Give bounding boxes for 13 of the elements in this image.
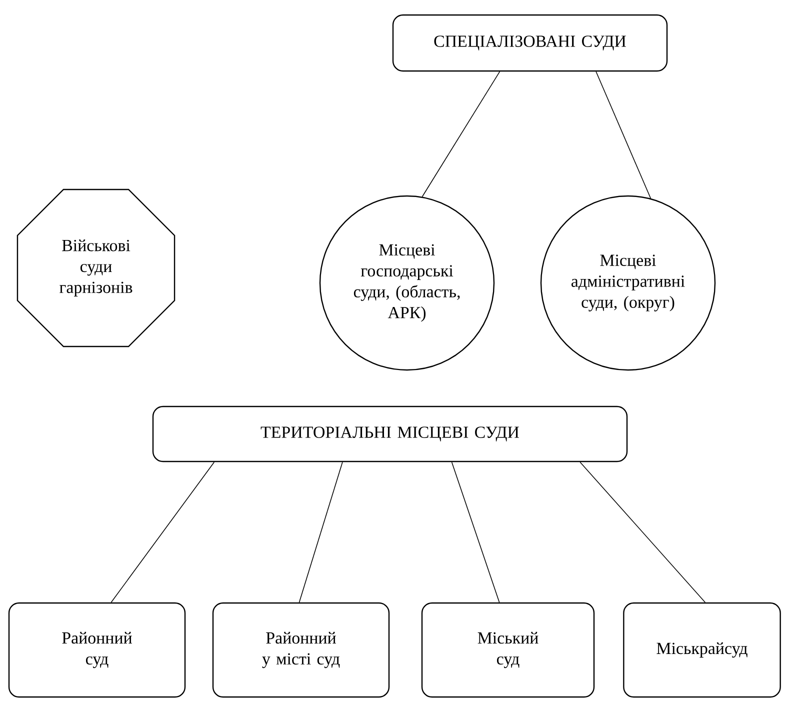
title-box: ТЕРИТОРІАЛЬНІ МІСЦЕВІ СУДИ bbox=[152, 406, 628, 462]
rounded-box: Районний у місті суд bbox=[212, 602, 390, 698]
connector-line bbox=[580, 462, 706, 603]
connector-line bbox=[298, 462, 343, 603]
connector-line bbox=[596, 71, 652, 199]
connector-line bbox=[422, 71, 500, 198]
rounded-box: Районний суд bbox=[8, 602, 186, 698]
octagon: Військові суди гарнізонів bbox=[16, 188, 176, 348]
title-box: СПЕЦІАЛІЗОВАНІ СУДИ bbox=[392, 14, 668, 72]
rounded-box: Міськрайсуд bbox=[623, 602, 781, 698]
connector-line bbox=[110, 462, 215, 603]
connector-line bbox=[451, 462, 500, 603]
rounded-box: Міський суд bbox=[421, 602, 595, 698]
